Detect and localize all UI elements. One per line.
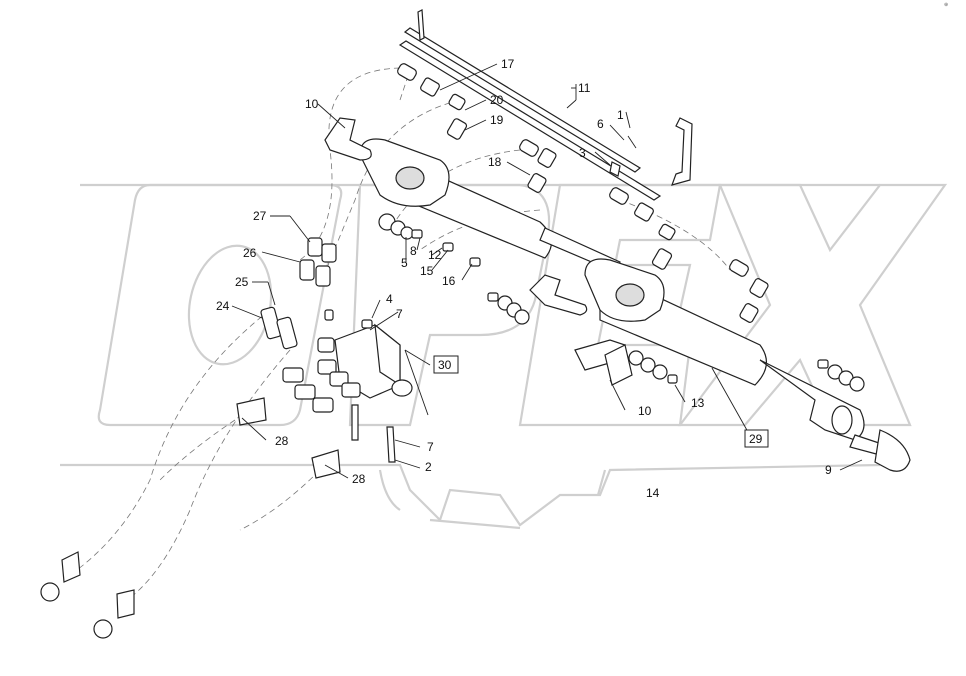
callout-4: 4 bbox=[386, 292, 393, 306]
callout-13: 13 bbox=[691, 396, 705, 410]
fittings bbox=[378, 63, 865, 392]
valve-block bbox=[282, 309, 413, 463]
callout-2: 2 bbox=[425, 460, 432, 474]
callout-26: 26 bbox=[243, 246, 257, 260]
callout-29: 29 bbox=[749, 432, 763, 446]
leader-lines bbox=[231, 63, 863, 479]
callout-5: 5 bbox=[401, 256, 408, 270]
callout-labels: 1 2 3 4 5 6 7 7 8 9 10 10 11 12 13 14 15… bbox=[216, 57, 832, 500]
clevis-parts bbox=[324, 117, 633, 386]
callout-10-upper: 10 bbox=[305, 97, 319, 111]
callout-1: 1 bbox=[617, 108, 624, 122]
corner-mark: ⊕ bbox=[944, 2, 948, 8]
callout-16: 16 bbox=[442, 274, 456, 288]
callout-30: 30 bbox=[438, 358, 452, 372]
callout-10-lower: 10 bbox=[638, 404, 652, 418]
callout-7-upper: 7 bbox=[396, 307, 403, 321]
callout-28-right: 28 bbox=[352, 472, 366, 486]
callout-9: 9 bbox=[825, 463, 832, 477]
callout-29-box bbox=[744, 429, 769, 448]
callout-24: 24 bbox=[216, 299, 230, 313]
callout-30-box bbox=[433, 355, 459, 374]
support-bar bbox=[398, 9, 693, 201]
callout-14: 14 bbox=[646, 486, 660, 500]
callout-11: 11 bbox=[578, 81, 591, 95]
callout-15: 15 bbox=[420, 264, 434, 278]
callout-27: 27 bbox=[253, 209, 267, 223]
callout-28-left: 28 bbox=[275, 434, 289, 448]
callout-19: 19 bbox=[490, 113, 504, 127]
cylinder-upper bbox=[359, 138, 621, 273]
callout-17: 17 bbox=[501, 57, 515, 71]
callout-20: 20 bbox=[490, 93, 504, 107]
callout-18: 18 bbox=[488, 155, 502, 169]
callout-12: 12 bbox=[428, 248, 442, 262]
callout-25: 25 bbox=[235, 275, 249, 289]
hose-ends bbox=[40, 237, 341, 639]
callout-7-lower: 7 bbox=[427, 440, 434, 454]
callout-8: 8 bbox=[410, 244, 417, 258]
boxed-callouts: 30 29 bbox=[433, 355, 769, 448]
callout-3: 3 bbox=[579, 146, 586, 160]
cylinder-lower bbox=[584, 258, 911, 472]
callout-6: 6 bbox=[597, 117, 604, 131]
